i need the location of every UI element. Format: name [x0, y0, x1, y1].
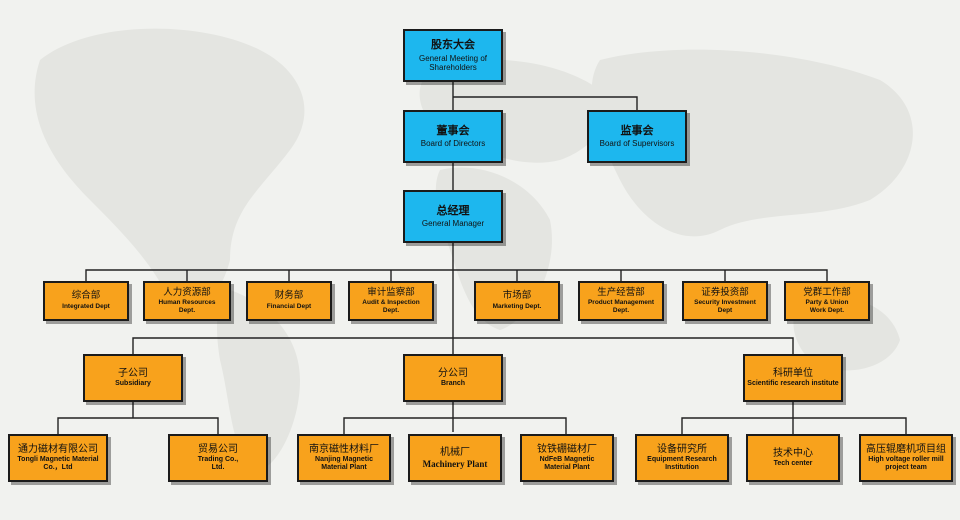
dept-label-zh: 综合部	[71, 290, 101, 302]
unit-label-en: Machinery Plant	[422, 459, 488, 470]
subsidiary-zh: 子公司	[118, 367, 148, 379]
subsidiary-box: 子公司 Subsidiary	[83, 354, 183, 402]
dept-label-zh: 证券投资部	[701, 286, 749, 298]
unit-tech-center: 技术中心 Tech center	[746, 434, 840, 482]
unit-label-en: High voltage roller mill project team	[868, 456, 944, 472]
dept-integrated: 综合部 Integrated Dept	[43, 281, 129, 321]
dept-label-zh: 审计监察部	[367, 286, 415, 298]
board-supervisors-zh: 监事会	[620, 123, 654, 137]
dept-label-en: Audit & Inspection Dept.	[362, 299, 420, 314]
unit-label-en: Tech center	[773, 460, 813, 468]
research-en: Scientific research institute	[747, 380, 839, 388]
unit-label-zh: 高压辊磨机项目组	[866, 443, 946, 455]
shareholders-box: 股东大会 General Meeting of Shareholders	[403, 29, 503, 82]
dept-security-investment: 证券投资部 Security Investment Dept	[682, 281, 768, 321]
research-zh: 科研单位	[773, 367, 813, 379]
dept-financial: 财务部 Financial Dept	[246, 281, 332, 321]
unit-trading: 贸易公司 Trading Co., Ltd.	[168, 434, 268, 482]
unit-label-zh: 钕铁硼磁材厂	[537, 443, 597, 455]
unit-machinery: 机械厂 Machinery Plant	[408, 434, 502, 482]
board-supervisors-en: Board of Supervisors	[599, 139, 675, 149]
dept-label-en: Human Resources Dept.	[158, 299, 216, 314]
board-supervisors-box: 监事会 Board of Supervisors	[587, 110, 687, 163]
branch-box: 分公司 Branch	[403, 354, 503, 402]
branch-zh: 分公司	[438, 367, 468, 379]
general-manager-zh: 总经理	[436, 203, 470, 217]
unit-label-zh: 机械厂	[440, 446, 470, 458]
dept-label-zh: 市场部	[502, 290, 532, 302]
board-directors-zh: 董事会	[436, 123, 470, 137]
dept-label-en: Product Management Dept.	[587, 299, 655, 314]
unit-label-zh: 技术中心	[773, 447, 813, 459]
board-directors-en: Board of Directors	[420, 139, 486, 149]
unit-roller-mill: 高压辊磨机项目组 High voltage roller mill projec…	[859, 434, 953, 482]
branch-en: Branch	[440, 380, 466, 388]
general-manager-box: 总经理 General Manager	[403, 190, 503, 243]
dept-audit-inspection: 审计监察部 Audit & Inspection Dept.	[348, 281, 434, 321]
shareholders-zh: 股东大会	[431, 37, 475, 51]
research-box: 科研单位 Scientific research institute	[743, 354, 843, 402]
unit-ndfeb: 钕铁硼磁材厂 NdFeB Magnetic Material Plant	[520, 434, 614, 482]
dept-label-en: Marketing Dept.	[492, 303, 542, 311]
dept-label-en: Integrated Dept	[62, 303, 110, 311]
general-manager-en: General Manager	[421, 219, 485, 229]
subsidiary-en: Subsidiary	[115, 380, 151, 388]
unit-label-zh: 通力磁材有限公司	[18, 443, 98, 455]
unit-label-en: Tongli Magnetic Material Co.，Ltd	[17, 456, 99, 472]
unit-label-zh: 南京磁性材料厂	[309, 443, 379, 455]
dept-label-en: Security Investment Dept	[694, 299, 756, 314]
unit-nanjing: 南京磁性材料厂 Nanjing Magnetic Material Plant	[297, 434, 391, 482]
dept-label-en: Party & Union Work Dept.	[805, 299, 849, 314]
dept-label-zh: 党群工作部	[803, 286, 851, 298]
dept-human-resources: 人力资源部 Human Resources Dept.	[143, 281, 231, 321]
unit-label-en: Nanjing Magnetic Material Plant	[315, 456, 373, 472]
dept-label-zh: 生产经营部	[597, 286, 645, 298]
dept-label-zh: 财务部	[274, 290, 304, 302]
unit-tongli: 通力磁材有限公司 Tongli Magnetic Material Co.，Lt…	[8, 434, 108, 482]
unit-label-en: Equipment Research Institution	[647, 456, 717, 472]
dept-label-zh: 人力资源部	[163, 286, 211, 298]
dept-product-management: 生产经营部 Product Management Dept.	[578, 281, 664, 321]
unit-label-zh: 贸易公司	[198, 443, 238, 455]
unit-label-en: Trading Co., Ltd.	[197, 456, 239, 472]
dept-marketing: 市场部 Marketing Dept.	[474, 281, 560, 321]
board-directors-box: 董事会 Board of Directors	[403, 110, 503, 163]
unit-label-zh: 设备研究所	[657, 443, 707, 455]
dept-label-en: Financial Dept	[266, 303, 312, 311]
shareholders-en: General Meeting of Shareholders	[418, 53, 488, 72]
dept-party-union: 党群工作部 Party & Union Work Dept.	[784, 281, 870, 321]
unit-equipment-research: 设备研究所 Equipment Research Institution	[635, 434, 729, 482]
unit-label-en: NdFeB Magnetic Material Plant	[539, 456, 595, 472]
